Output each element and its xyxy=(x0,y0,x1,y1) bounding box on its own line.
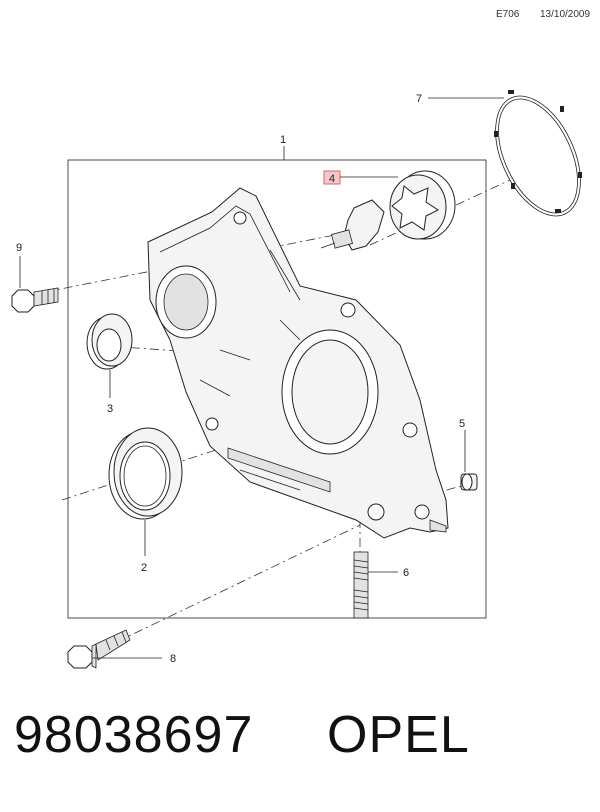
drawing-date: 13/10/2009 xyxy=(540,9,591,20)
axis-line-8 xyxy=(99,524,361,651)
drawing-code: E706 xyxy=(496,9,520,20)
stud-part-6 xyxy=(353,551,369,619)
timing-cover-part-1 xyxy=(147,187,449,539)
brand-name: OPEL xyxy=(327,706,470,764)
callout-1: 1 xyxy=(280,134,286,146)
callout-4: 4 xyxy=(329,173,335,185)
callout-6: 6 xyxy=(403,567,409,579)
dowel-sleeve-part-5 xyxy=(460,473,478,491)
o-ring-part-7 xyxy=(494,90,582,217)
callout-9: 9 xyxy=(16,242,22,254)
seal-part-3 xyxy=(86,313,133,370)
callout-2: 2 xyxy=(141,562,147,574)
bolt-part-9 xyxy=(11,287,59,313)
seal-part-2 xyxy=(108,427,183,520)
part-number: 98038697 xyxy=(14,706,254,764)
callout-8: 8 xyxy=(170,653,176,665)
callout-4-highlight xyxy=(323,170,341,185)
callout-7: 7 xyxy=(416,93,422,105)
oil-pump-rotor-part-4 xyxy=(320,170,456,251)
assembly-frame xyxy=(67,159,487,619)
callout-3: 3 xyxy=(107,403,113,415)
bolt-part-8 xyxy=(67,629,131,669)
callout-5: 5 xyxy=(459,418,465,430)
